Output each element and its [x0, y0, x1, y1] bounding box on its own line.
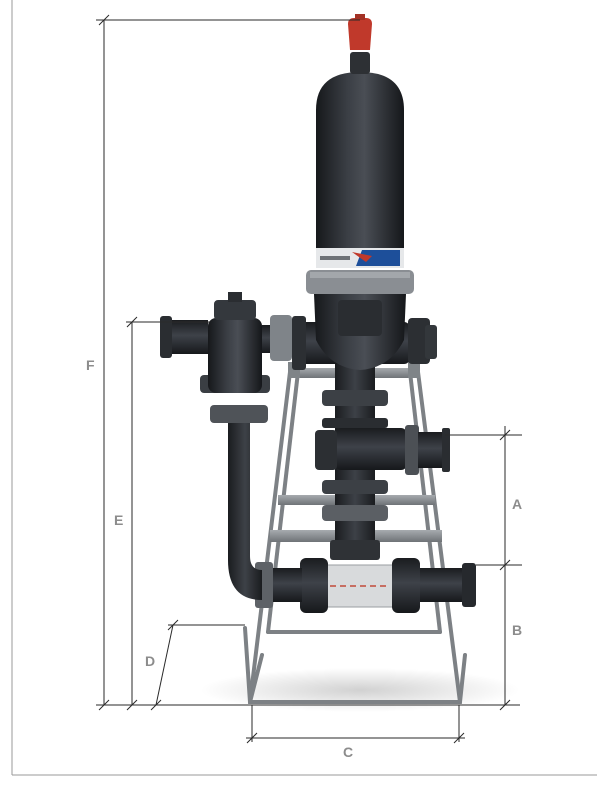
- label-e: E: [114, 512, 123, 528]
- disc-filter-unit-icon: [160, 14, 476, 704]
- label-b: B: [512, 622, 522, 638]
- middle-valve: [335, 428, 407, 470]
- dim-line-d: [155, 624, 174, 706]
- air-valve-icon: [348, 14, 372, 74]
- dimension-lines: [96, 14, 522, 744]
- label-a: A: [512, 496, 522, 512]
- left-valve-body: [208, 318, 262, 393]
- label-f: F: [86, 357, 95, 373]
- label-c: C: [343, 744, 353, 760]
- bypass-pipe: [228, 420, 262, 600]
- label-d: D: [145, 653, 155, 669]
- filter-housing: [316, 72, 404, 250]
